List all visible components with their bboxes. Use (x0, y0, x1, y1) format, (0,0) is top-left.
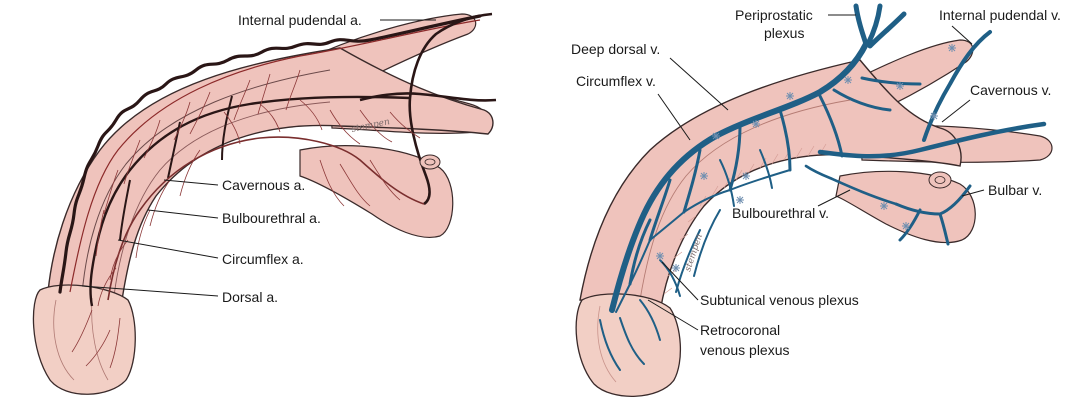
label-bulbourethral-vein: Bulbourethral v. (732, 205, 829, 221)
periprostatic-plexus (856, 6, 904, 46)
bulb-vessel-ring-right (929, 172, 951, 188)
label-deep-dorsal-vein: Deep dorsal v. (571, 41, 660, 57)
glans (33, 285, 135, 394)
label-retrocoronal-line1: Retrocoronal (700, 322, 780, 338)
label-internal-pudendal-vein: Internal pudendal v. (939, 7, 1061, 23)
label-cavernous-vein: Cavernous v. (970, 82, 1051, 98)
venous-panel: stempen Periprostatic plexus Internal pu… (571, 6, 1061, 396)
label-circumflex-artery: Circumflex a. (222, 251, 304, 267)
lead-cavernous-artery (164, 180, 218, 185)
label-internal-pudendal-artery: Internal pudendal a. (238, 12, 362, 28)
arterial-panel: stempen Internal pudendal a. Cavernous a… (33, 12, 496, 394)
label-bulbar-vein: Bulbar v. (988, 182, 1042, 198)
label-retrocoronal-line2: venous plexus (700, 342, 790, 358)
glans-right (576, 294, 680, 396)
bulb-vessel-ring (420, 155, 440, 169)
label-cavernous-artery: Cavernous a. (222, 177, 305, 193)
lead-cavernous-vein (942, 100, 970, 122)
label-dorsal-artery: Dorsal a. (222, 289, 278, 305)
label-subtunical-venous-plexus: Subtunical venous plexus (700, 292, 859, 308)
label-periprostatic-plexus-line2: plexus (764, 25, 804, 41)
lead-deep-dorsal-vein (670, 58, 728, 110)
label-periprostatic-plexus-line1: Periprostatic (735, 7, 813, 23)
label-circumflex-vein: Circumflex v. (576, 73, 656, 89)
lead-bulbourethral-artery (148, 210, 218, 218)
label-bulbourethral-artery: Bulbourethral a. (222, 210, 321, 226)
